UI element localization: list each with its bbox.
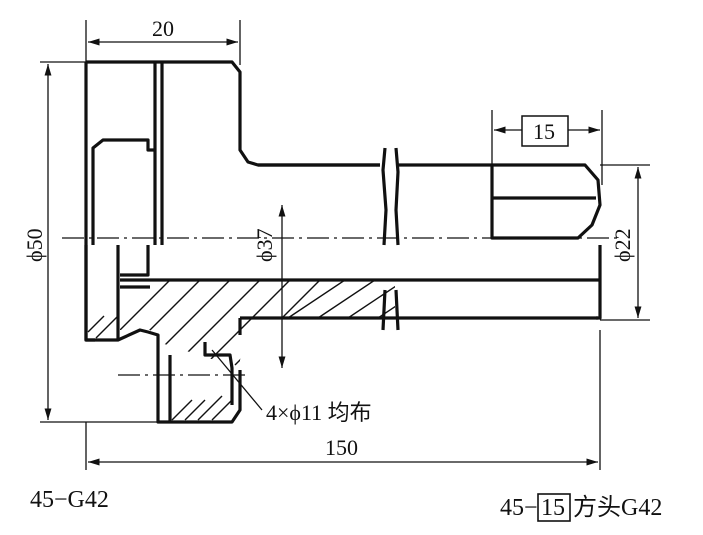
shaft-end: [596, 245, 602, 320]
label-left: 45−G42: [30, 487, 109, 513]
counterbore-bottom: [168, 342, 234, 422]
label-right-boxed: 15: [541, 495, 565, 521]
square-head: [490, 163, 602, 240]
dim-text-phi50: ϕ50: [22, 228, 47, 262]
break-mark-left: [381, 147, 388, 331]
dim-text-phi37: ϕ37: [252, 228, 277, 262]
dim-text-20: 20: [152, 16, 174, 41]
leader-line-holes: [211, 349, 263, 411]
flange-bottom: [84, 245, 242, 424]
dim-text-150: 150: [325, 435, 358, 460]
flange-hatching: [87, 315, 233, 421]
counterbore-top: [91, 138, 155, 245]
counterbore-bottom-step: [116, 245, 150, 340]
dim-box-15: [521, 115, 569, 147]
dim-text-phi22: ϕ22: [610, 228, 635, 262]
dim-text-15: 15: [533, 119, 555, 144]
label-right-suffix: 方头G42: [573, 494, 662, 521]
shaft-step-bottom: [120, 285, 242, 335]
break-mark-right: [394, 147, 400, 331]
flange-outline: [84, 60, 380, 342]
label-right-box: [537, 493, 571, 522]
holes-note: 4×ϕ11 均布: [266, 400, 372, 425]
label-right-prefix: 45−: [500, 495, 538, 521]
